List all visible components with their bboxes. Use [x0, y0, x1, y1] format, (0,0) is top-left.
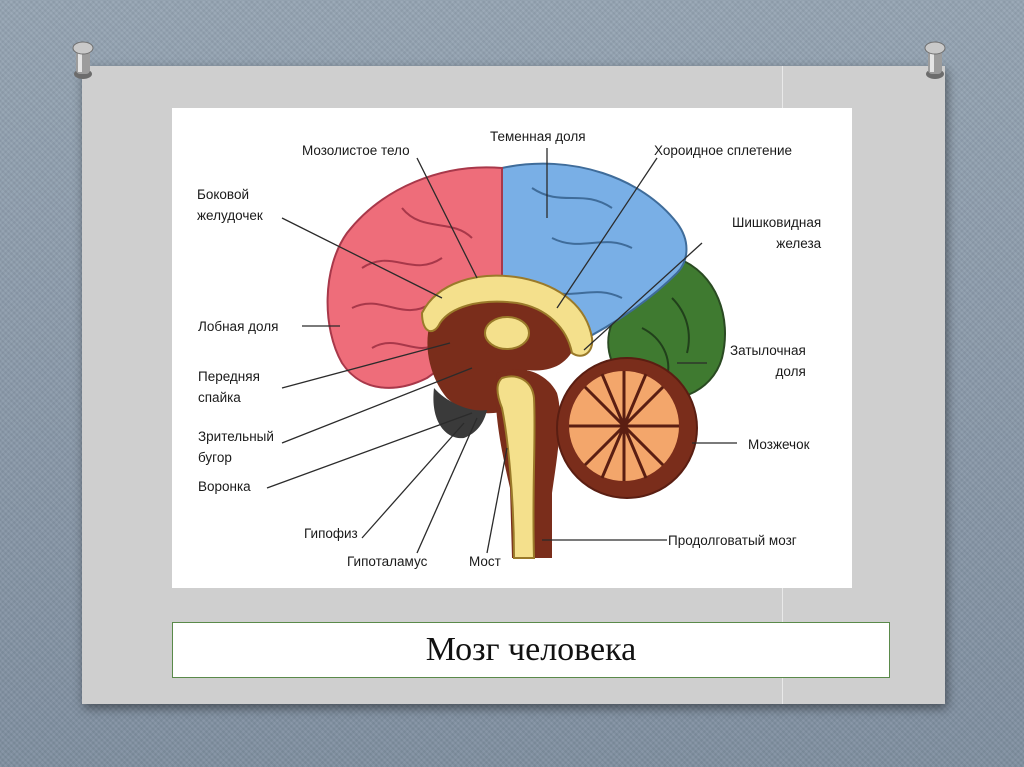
label-medulla: Продолговатый мозг: [668, 533, 797, 548]
corpus-callosum: [420, 274, 594, 357]
slide-caption: Мозг человека: [425, 631, 637, 668]
caption-box: Мозг человека: [172, 622, 890, 678]
label-occipital-lobe: Затылочная доля: [730, 343, 806, 379]
label-hypothalamus: Гипоталамус: [347, 554, 428, 569]
thalamus: [484, 316, 530, 350]
label-anterior-commissure: Передняя спайка: [198, 369, 260, 405]
label-choroid-plexus: Хороидное сплетение: [654, 143, 793, 158]
label-pineal-gland: Шишковидная железа: [732, 215, 822, 251]
label-frontal-lobe: Лобная доля: [198, 319, 279, 334]
label-pons: Мост: [469, 554, 501, 569]
label-parietal-lobe: Теменная доля: [490, 129, 586, 144]
pons: [496, 375, 536, 559]
pushpin-icon: [72, 41, 94, 79]
label-lateral-ventricle: Боковой желудочек: [197, 187, 263, 223]
leader-lines: [266, 148, 737, 554]
brain-diagram-panel: Мозолистое тело Теменная доля Хороидное …: [172, 108, 852, 588]
label-pituitary: Гипофиз: [304, 526, 358, 541]
label-cerebellum: Мозжечок: [748, 437, 810, 452]
label-corpus-callosum: Мозолистое тело: [302, 143, 410, 158]
label-thalamus: Зрительный бугор: [198, 429, 274, 465]
pushpin-icon: [924, 41, 946, 79]
label-infundibulum: Воронка: [198, 479, 251, 494]
brain-diagram: [266, 148, 737, 559]
